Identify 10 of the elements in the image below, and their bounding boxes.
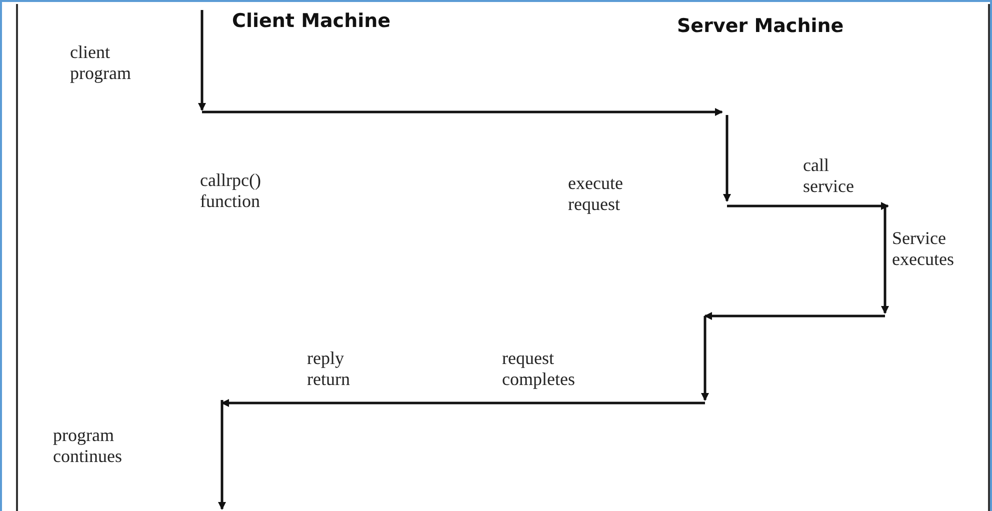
step-label: call service xyxy=(803,155,854,197)
step-label: execute request xyxy=(568,173,623,215)
column-heading: Client Machine xyxy=(232,10,391,32)
step-label: request completes xyxy=(502,348,575,390)
step-label: program continues xyxy=(53,425,122,467)
column-heading: Server Machine xyxy=(677,15,844,37)
step-label: callrpc() function xyxy=(200,170,261,212)
step-label: client program xyxy=(70,42,131,84)
step-label: Service executes xyxy=(892,228,954,270)
step-label: reply return xyxy=(307,348,350,390)
